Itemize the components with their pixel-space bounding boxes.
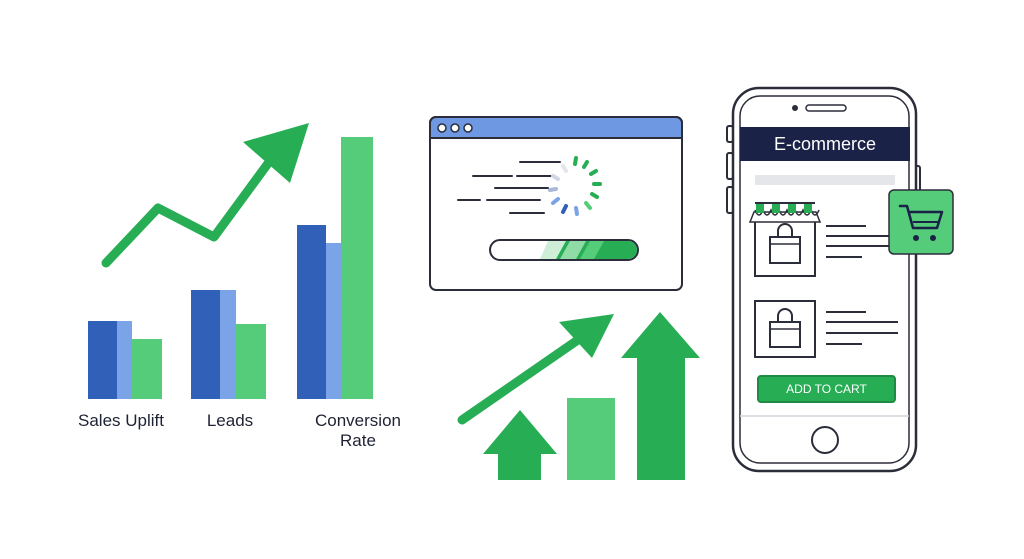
bar-conversion-dark — [297, 225, 326, 399]
label-sales-uplift: Sales Uplift — [78, 411, 164, 430]
progress-bar — [489, 239, 639, 261]
bar-leads-dark — [191, 290, 220, 399]
bar-sales-green — [132, 339, 162, 399]
bar-leads-green — [236, 324, 266, 399]
app-header-title: E-commerce — [773, 134, 876, 154]
shopping-cart-icon[interactable] — [888, 189, 954, 255]
bar-conversion-light — [326, 243, 341, 399]
bar-conversion-green — [341, 137, 373, 399]
home-button[interactable] — [811, 426, 839, 454]
shop-bag-icon — [769, 223, 801, 264]
loading-spinner-icon — [548, 156, 602, 216]
product-item-2 — [754, 300, 898, 358]
add-to-cart-button[interactable]: ADD TO CART — [757, 375, 896, 403]
speed-lines — [457, 161, 561, 214]
app-header — [740, 127, 910, 161]
bar-sales-light — [117, 321, 132, 399]
bar-sales-dark — [88, 321, 117, 399]
bar-leads-light — [220, 290, 236, 399]
label-conversion: Conversion — [315, 411, 401, 430]
label-leads: Leads — [206, 411, 254, 430]
trend-arrow-icon — [101, 123, 309, 268]
shop-bag-icon — [769, 308, 801, 348]
label-rate: Rate — [340, 431, 376, 450]
product-item-1 — [748, 202, 896, 277]
